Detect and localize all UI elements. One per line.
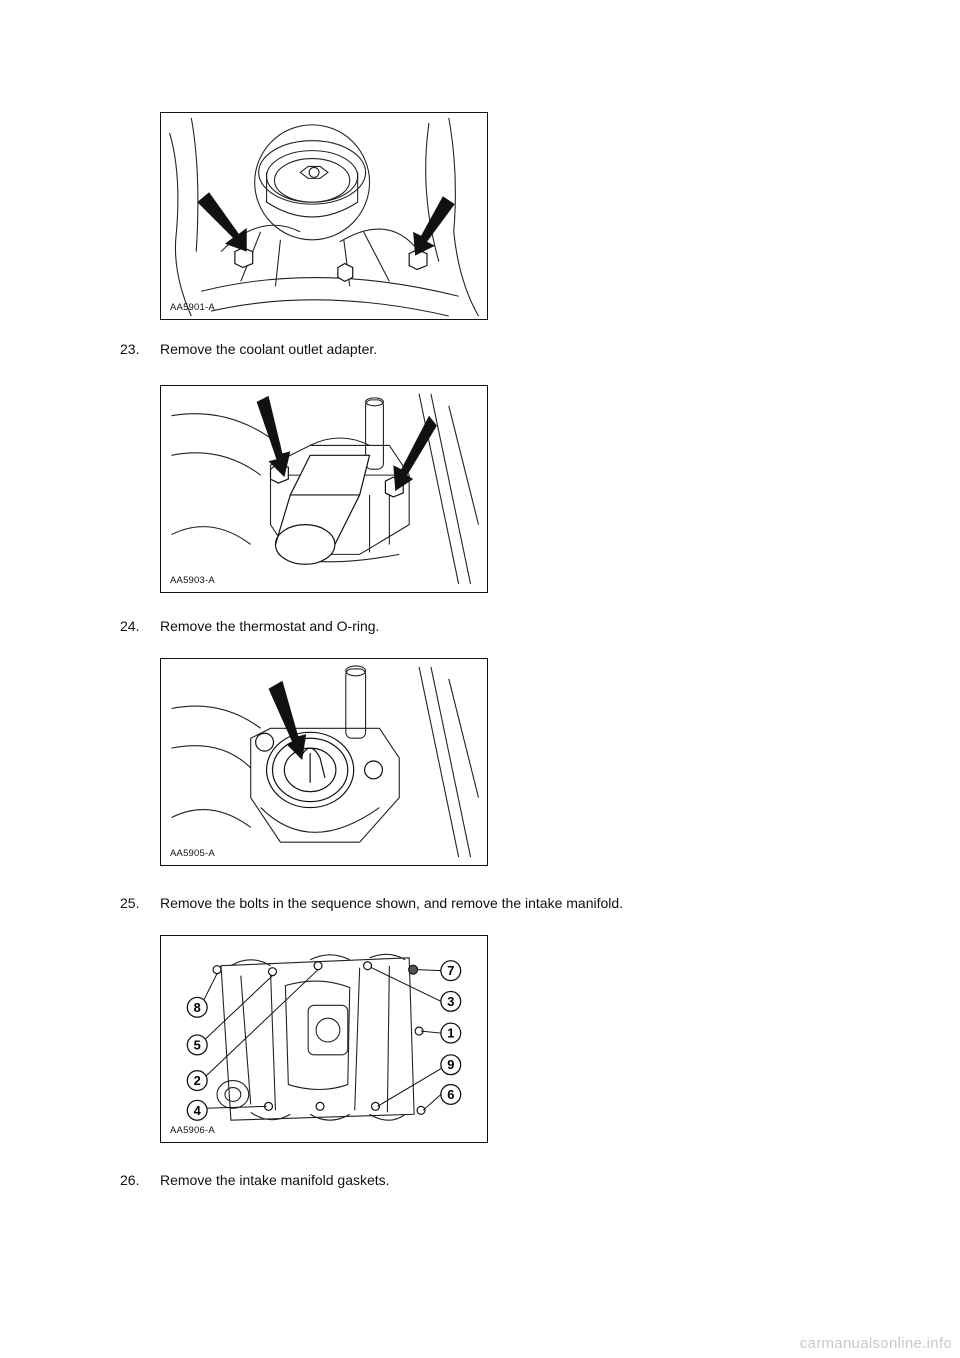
water-pump-illustration <box>168 117 479 317</box>
step-26: 26. Remove the intake manifold gaskets. <box>120 1172 390 1188</box>
intake-manifold-illustration: 7 3 1 9 6 8 5 2 4 <box>186 953 462 1121</box>
step-23: 23. Remove the coolant outlet adapter. <box>120 341 377 357</box>
figure-id: AA5901-A <box>170 302 215 313</box>
arrow-left-icon <box>256 395 291 478</box>
figure-coolant-outlet: AA5903-A <box>160 385 488 593</box>
callout-6: 6 <box>447 1087 454 1102</box>
callout-3: 3 <box>447 994 454 1009</box>
step-number: 26. <box>120 1172 140 1188</box>
callout-7: 7 <box>447 963 454 978</box>
figure-intake-manifold: 7 3 1 9 6 8 5 2 4 AA5906-A <box>160 935 488 1143</box>
watermark: carmanualsonline.info <box>799 1335 952 1352</box>
step-number: 24. <box>120 618 140 634</box>
figure-id: AA5903-A <box>170 575 215 586</box>
callout-9: 9 <box>447 1057 454 1072</box>
step-24: 24. Remove the thermostat and O-ring. <box>120 618 379 634</box>
step-text: Remove the thermostat and O-ring. <box>160 618 380 634</box>
callout-4: 4 <box>194 1103 202 1118</box>
callout-8: 8 <box>194 1000 201 1015</box>
figure-water-pump-bolts: AA5901-A <box>160 112 488 320</box>
callout-5: 5 <box>194 1037 201 1052</box>
callout-2: 2 <box>194 1073 201 1088</box>
arrow-right-icon <box>413 196 455 256</box>
figure-id: AA5905-A <box>170 848 215 859</box>
figure-thermostat: AA5905-A <box>160 658 488 866</box>
callout-1: 1 <box>447 1026 454 1041</box>
thermostat-illustration <box>171 665 480 858</box>
step-25: 25. Remove the bolts in the sequence sho… <box>120 895 623 911</box>
arrow-right-icon <box>393 415 437 491</box>
figure-id: AA5906-A <box>170 1125 215 1136</box>
step-number: 25. <box>120 895 140 911</box>
callout-group: 7 3 1 9 6 8 5 2 4 <box>186 960 462 1121</box>
arrow-left-icon <box>197 192 247 252</box>
step-text: Remove the intake manifold gaskets. <box>160 1172 390 1188</box>
step-number: 23. <box>120 341 140 357</box>
step-text: Remove the coolant outlet adapter. <box>160 341 378 357</box>
coolant-outlet-illustration <box>171 393 480 585</box>
step-text: Remove the bolts in the sequence shown, … <box>160 895 624 911</box>
arrow-icon <box>268 680 307 761</box>
